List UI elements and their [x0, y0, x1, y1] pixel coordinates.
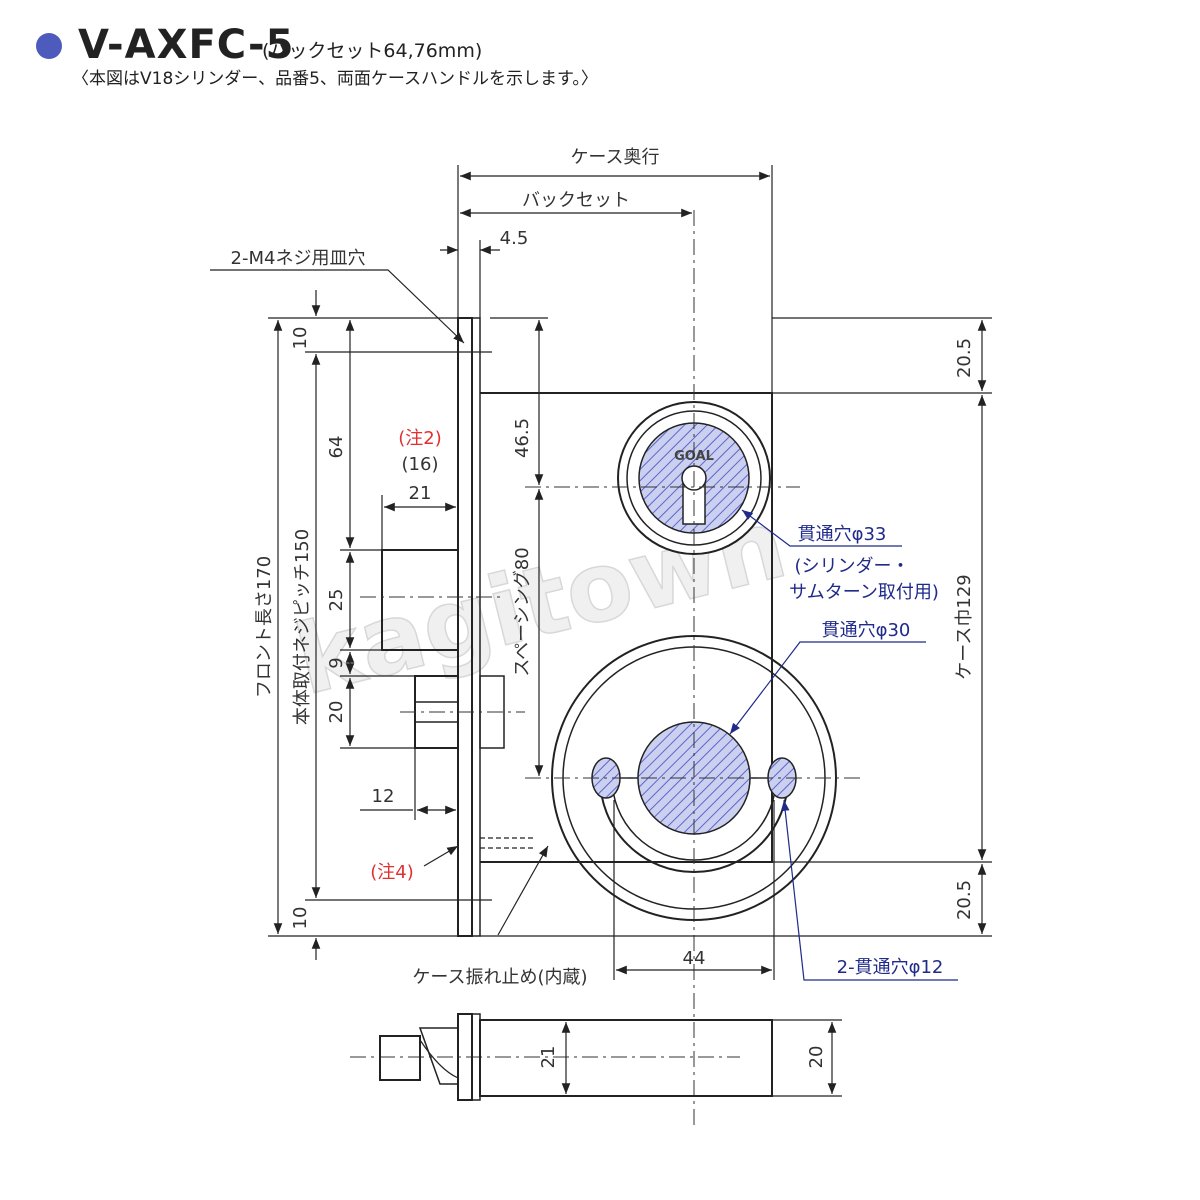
left-dimensions — [268, 290, 492, 960]
product-title: V-AXFC-5 — [78, 22, 295, 68]
label-case-depth: ケース奥行 — [570, 147, 659, 168]
center-lines — [350, 210, 860, 1130]
label-front-length: フロント長さ170 — [254, 556, 275, 698]
label-dim-46-5: 46.5 — [512, 418, 533, 458]
label-dim-12: 12 — [372, 786, 395, 807]
label-case-width: ケース巾129 — [954, 574, 975, 679]
label-hole-12: 2-貫通穴φ12 — [837, 957, 944, 978]
label-spacing: スペーシング80 — [512, 547, 533, 676]
label-hole-33-note1: (シリンダー・ — [794, 556, 909, 577]
product-note: 〈本図はV18シリンダー、品番5、両面ケースハンドルを示します。〉 — [72, 69, 598, 89]
header: V-AXFC-5 (バックセット64,76mm) 〈本図はV18シリンダー、品番… — [0, 0, 1200, 100]
label-dim-25: 25 — [326, 589, 347, 612]
main-body — [381, 317, 773, 937]
label-hole-33: 貫通穴φ33 — [798, 524, 887, 545]
label-dim-9: 9 — [326, 657, 347, 668]
label-case-stopper: ケース振れ止め(内蔵) — [412, 967, 587, 988]
label-dim-10-top: 10 — [290, 327, 311, 350]
label-backset: バックセット — [522, 190, 630, 211]
label-dim-44: 44 — [683, 948, 706, 969]
label-note2: (注2) — [398, 428, 442, 449]
side-view — [379, 1013, 773, 1101]
bullet-icon — [36, 33, 62, 59]
label-dim-20-5-bottom: 20.5 — [954, 880, 975, 920]
label-note4: (注4) — [370, 862, 414, 883]
label-dim-20-left: 20 — [326, 701, 347, 724]
label-dim-64: 64 — [326, 436, 347, 459]
label-dim-10-bottom: 10 — [290, 907, 311, 930]
case-body — [480, 392, 773, 863]
label-dim-16: (16) — [402, 454, 439, 475]
inner-dimensions — [480, 317, 549, 936]
right-dimensions — [480, 317, 992, 980]
top-dimensions — [210, 165, 773, 393]
label-hole-30: 貫通穴φ30 — [822, 620, 911, 641]
front-plate-inner — [471, 317, 481, 937]
label-m4-holes: 2-M4ネジ用皿穴 — [231, 248, 366, 269]
label-dim-21-bottom: 21 — [538, 1046, 559, 1069]
blue-callouts — [729, 509, 958, 981]
label-mount-pitch: 本体取付ネジピッチ150 — [292, 529, 313, 725]
latch-bolt — [381, 549, 459, 651]
side-view-dimensions — [540, 1019, 842, 1097]
product-subtitle: (バックセット64,76mm) — [262, 40, 483, 62]
label-dim-4-5: 4.5 — [500, 228, 529, 249]
label-dim-21-top: 21 — [409, 483, 432, 504]
label-dim-20-bottom: 20 — [806, 1046, 827, 1069]
label-dim-20-5-top: 20.5 — [954, 338, 975, 378]
label-hole-33-note2: サムターン取付用) — [789, 582, 939, 603]
